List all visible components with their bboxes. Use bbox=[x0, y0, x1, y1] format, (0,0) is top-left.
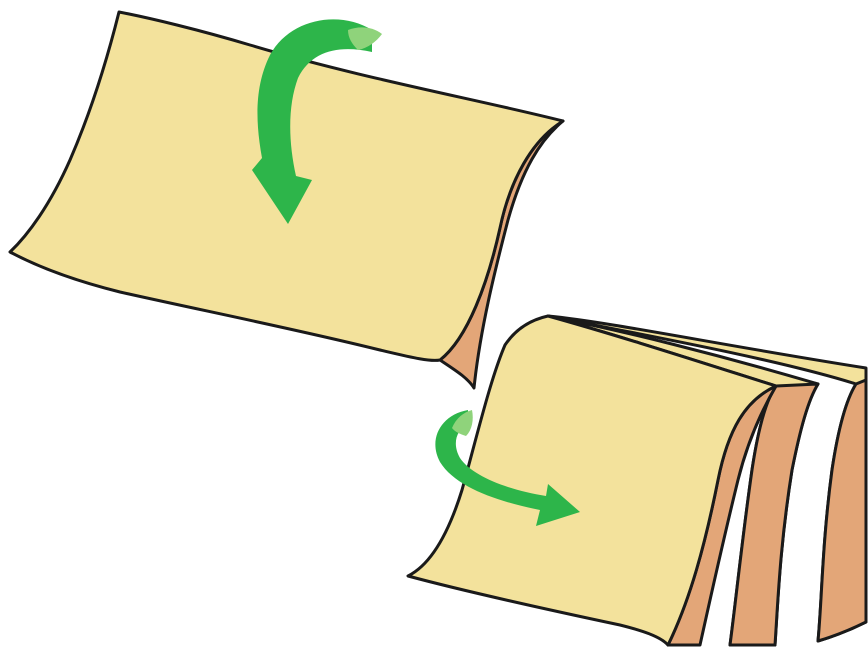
fold-step-1 bbox=[10, 12, 563, 388]
second-sheet-back-inner bbox=[818, 380, 866, 641]
